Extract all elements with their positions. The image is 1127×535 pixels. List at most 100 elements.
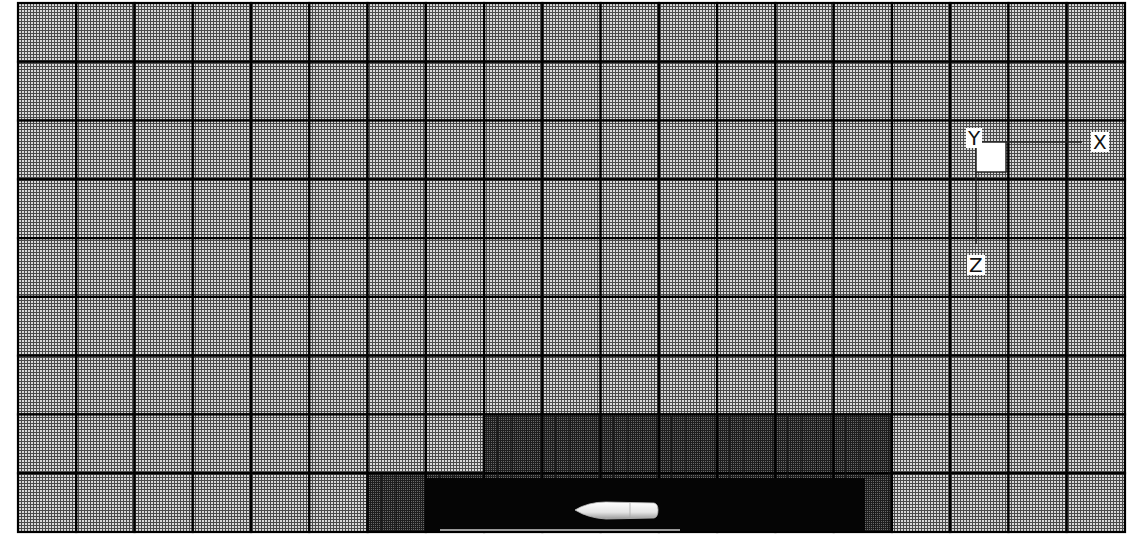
mesh-block xyxy=(1008,473,1066,532)
hull-seam xyxy=(630,503,631,518)
mesh-block xyxy=(135,62,193,121)
mesh-block xyxy=(193,356,251,415)
mesh-block xyxy=(950,297,1008,356)
mesh-block xyxy=(426,62,484,121)
mesh-block xyxy=(892,179,950,238)
mesh-block xyxy=(368,356,426,415)
mesh-block xyxy=(135,121,193,180)
mesh-block xyxy=(892,238,950,297)
mesh-block xyxy=(76,179,134,238)
refined-mesh-block xyxy=(601,414,659,473)
mesh-block xyxy=(950,238,1008,297)
refined-mesh-block xyxy=(484,414,542,473)
mesh-block xyxy=(717,3,775,62)
refinement-line xyxy=(396,475,397,531)
mesh-block xyxy=(775,62,833,121)
mesh-block xyxy=(892,62,950,121)
mesh-block xyxy=(659,121,717,180)
mesh-block xyxy=(717,121,775,180)
mesh-block xyxy=(950,473,1008,532)
mesh-block xyxy=(484,121,542,180)
mesh-blocks xyxy=(18,3,1125,532)
refinement-line xyxy=(874,416,875,531)
mesh-block xyxy=(484,356,542,415)
mesh-block xyxy=(426,356,484,415)
mesh-block xyxy=(892,297,950,356)
mesh-block xyxy=(135,297,193,356)
refined-mesh-block xyxy=(717,414,775,473)
refinement-line xyxy=(889,416,890,531)
mesh-block xyxy=(950,3,1008,62)
mesh-block xyxy=(18,62,76,121)
mesh-block xyxy=(484,3,542,62)
mesh-block xyxy=(1008,414,1066,473)
mesh-block xyxy=(542,121,600,180)
mesh-block xyxy=(601,3,659,62)
mesh-block xyxy=(1067,62,1125,121)
mesh-block xyxy=(1008,238,1066,297)
mesh-block xyxy=(368,297,426,356)
mesh-block xyxy=(426,238,484,297)
mesh-block xyxy=(834,238,892,297)
mesh-block xyxy=(76,414,134,473)
axis-label: Y xyxy=(966,128,982,148)
mesh-block xyxy=(193,238,251,297)
mesh-block xyxy=(309,3,367,62)
mesh-block xyxy=(368,121,426,180)
mesh-block xyxy=(542,3,600,62)
mesh-block xyxy=(601,121,659,180)
mesh-block xyxy=(1008,356,1066,415)
mesh-block xyxy=(368,3,426,62)
mesh-block xyxy=(659,356,717,415)
refinement-line xyxy=(381,475,382,531)
mesh-block xyxy=(484,62,542,121)
mesh-block xyxy=(950,121,1008,180)
mesh-block xyxy=(659,62,717,121)
mesh-block xyxy=(309,62,367,121)
mesh-block xyxy=(601,179,659,238)
mesh-block xyxy=(775,297,833,356)
mesh-block xyxy=(1067,3,1125,62)
mesh-block xyxy=(659,3,717,62)
mesh-block xyxy=(368,62,426,121)
mesh-block xyxy=(484,179,542,238)
mesh-block xyxy=(135,238,193,297)
mesh-block xyxy=(251,62,309,121)
mesh-block xyxy=(193,414,251,473)
mesh-block xyxy=(426,179,484,238)
mesh-block xyxy=(542,62,600,121)
mesh-block xyxy=(892,121,950,180)
mesh-block xyxy=(542,356,600,415)
free-surface-line xyxy=(440,529,680,531)
mesh-block xyxy=(542,238,600,297)
mesh-block xyxy=(1008,121,1066,180)
mesh-block xyxy=(309,297,367,356)
refinement-line xyxy=(367,475,368,531)
mesh-block xyxy=(76,297,134,356)
mesh-block xyxy=(1067,473,1125,532)
mesh-block xyxy=(717,62,775,121)
mesh-block xyxy=(1008,62,1066,121)
mesh-block xyxy=(76,238,134,297)
mesh-block xyxy=(309,179,367,238)
mesh-block xyxy=(251,121,309,180)
mesh-block xyxy=(251,3,309,62)
mesh-block xyxy=(135,3,193,62)
refined-mesh-block xyxy=(542,414,600,473)
mesh-block xyxy=(193,297,251,356)
mesh-block xyxy=(76,473,134,532)
mesh-block xyxy=(18,179,76,238)
mesh-block xyxy=(950,62,1008,121)
mesh-block xyxy=(426,297,484,356)
mesh-block xyxy=(950,356,1008,415)
mesh-block xyxy=(18,238,76,297)
mesh-block xyxy=(18,356,76,415)
mesh-block xyxy=(426,3,484,62)
mesh-block xyxy=(309,356,367,415)
mesh-block xyxy=(251,179,309,238)
mesh-block xyxy=(309,473,367,532)
mesh-block xyxy=(135,414,193,473)
mesh-block xyxy=(76,3,134,62)
